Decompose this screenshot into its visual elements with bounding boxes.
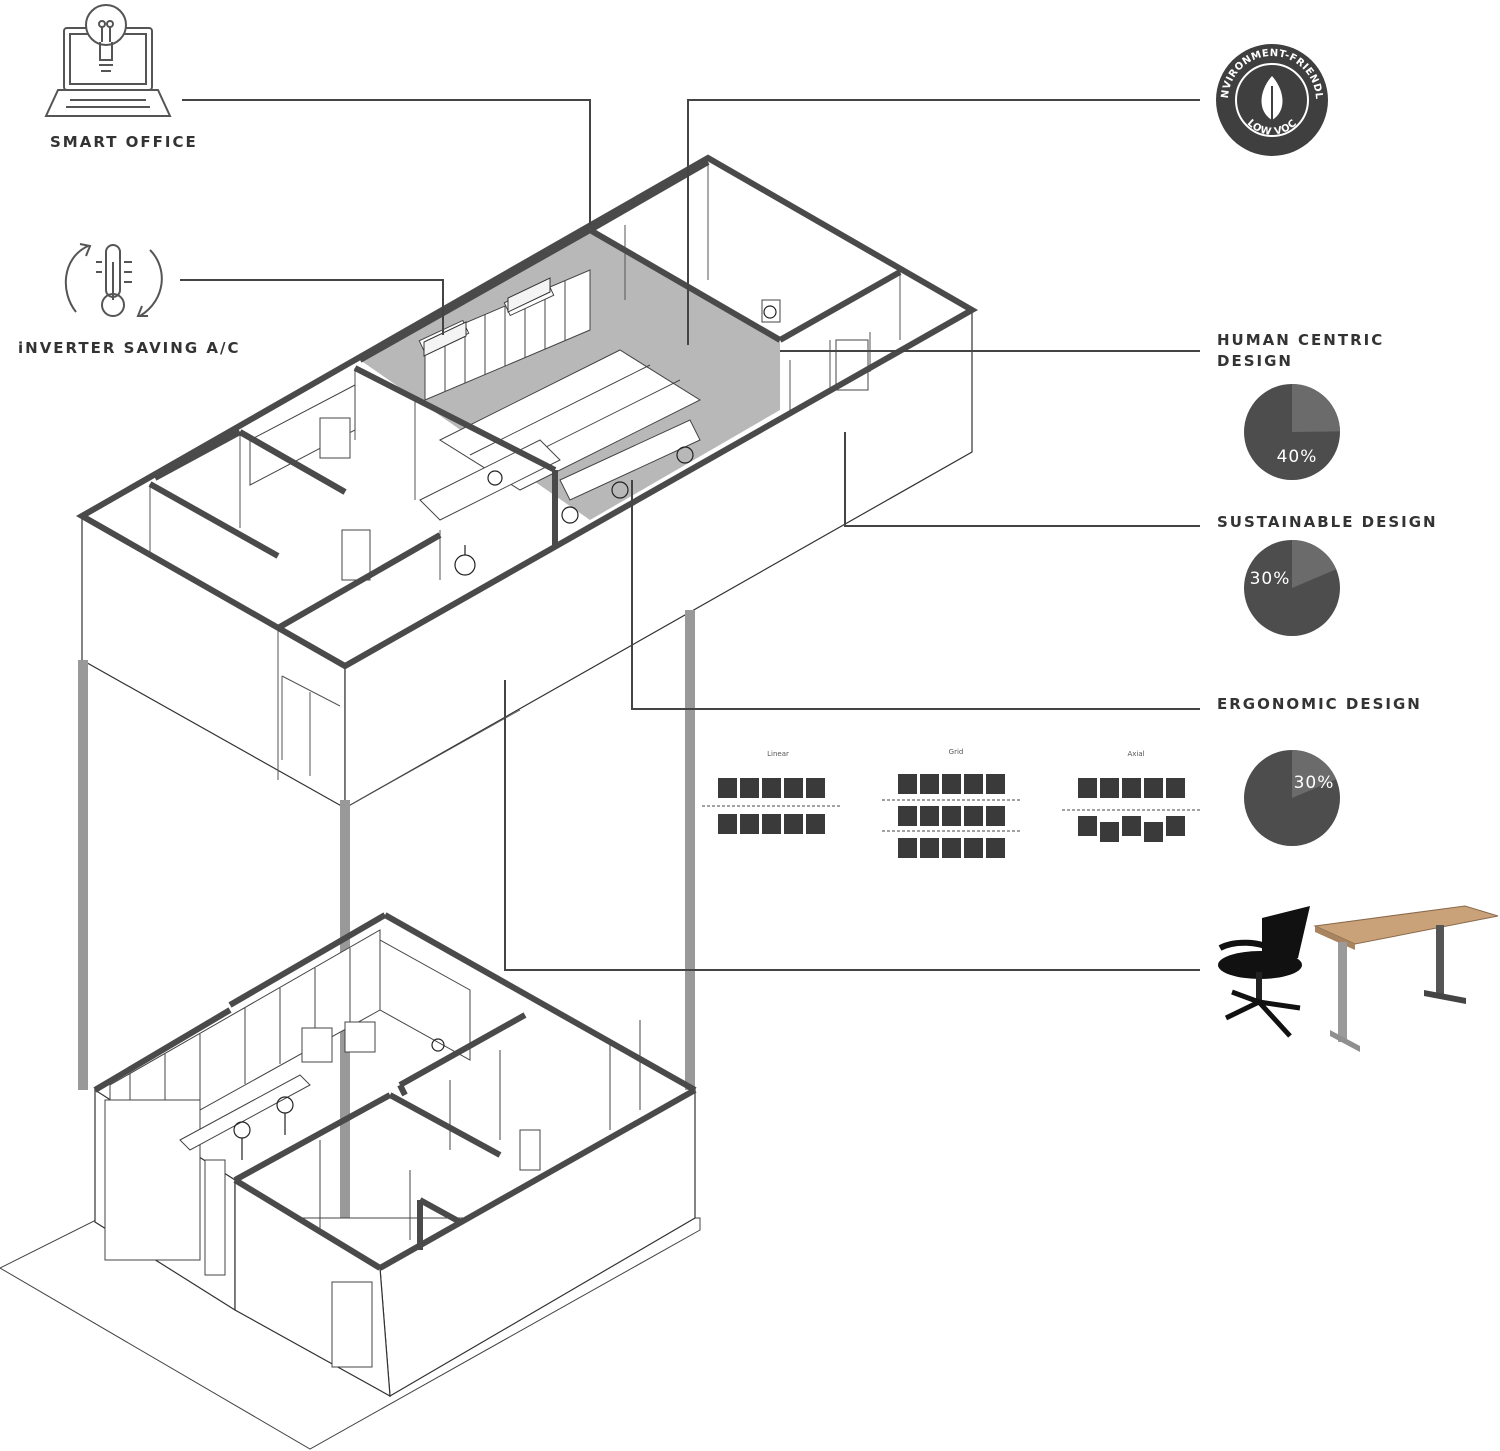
smart-office-label: SMART OFFICE	[50, 133, 198, 151]
seating-layouts: Linear Grid Axial	[702, 748, 1202, 858]
ergonomic-design-label: ERGONOMIC DESIGN	[1217, 695, 1422, 713]
human-centric-label-line1: HUMAN CENTRIC	[1217, 331, 1385, 349]
pie-slice	[1292, 540, 1337, 588]
desk-block	[718, 814, 737, 834]
desk-block	[806, 778, 825, 798]
pie-charts: 40% 30% 30%	[1244, 384, 1340, 846]
layout-axial: Axial	[1062, 750, 1202, 842]
desk-block	[920, 774, 939, 794]
environment-friendly-badge: ENVIRONMENT-FRIENDLY LOW VOC	[0, 0, 1328, 156]
desk-block	[898, 774, 917, 794]
desk-block	[942, 774, 961, 794]
layout-title: Axial	[1127, 750, 1144, 758]
desk-block	[1122, 778, 1141, 798]
laptop-lightbulb-icon	[44, 4, 172, 117]
pie-percent-label: 40%	[1277, 447, 1318, 467]
desk-block	[964, 838, 983, 858]
human-centric-label-line2: DESIGN	[1217, 352, 1293, 370]
leader-lines	[180, 99, 1200, 971]
thermometer-cycle-icon	[64, 243, 163, 317]
desk-block	[920, 838, 939, 858]
desk-block	[718, 778, 737, 798]
desk-block	[898, 838, 917, 858]
desk-block	[1100, 778, 1119, 798]
desk-block	[942, 838, 961, 858]
pie-percent-label: 30%	[1250, 569, 1291, 589]
desk-block	[1144, 822, 1163, 842]
desk-block	[1100, 822, 1119, 842]
desk-block	[920, 806, 939, 826]
desk-block	[1078, 816, 1097, 836]
layout-title: Linear	[767, 750, 789, 758]
office-chair-and-standing-desk-icon	[1218, 905, 1499, 1052]
desk-block	[1144, 778, 1163, 798]
pie-sustainable: 30%	[1244, 540, 1340, 636]
pie-percent-label: 30%	[1294, 773, 1335, 793]
desk-block	[964, 806, 983, 826]
desk-block	[762, 814, 781, 834]
desk-block	[1166, 778, 1185, 798]
desk-block	[986, 806, 1005, 826]
upper-floor-plan	[75, 154, 979, 810]
desk-block	[1166, 816, 1185, 836]
desk-block	[1078, 778, 1097, 798]
pie-ergonomic: 30%	[1244, 750, 1340, 846]
desk-block	[762, 778, 781, 798]
desk-block	[964, 774, 983, 794]
desk-block	[784, 814, 803, 834]
lower-floor-plan	[0, 912, 701, 1450]
desk-block	[740, 814, 759, 834]
desk-block	[942, 806, 961, 826]
layout-grid: Grid	[882, 748, 1022, 858]
desk-block	[740, 778, 759, 798]
pie-human-centric: 40%	[1244, 384, 1340, 480]
desk-block	[898, 806, 917, 826]
pie-slice	[1292, 750, 1337, 798]
sustainable-design-label: SUSTAINABLE DESIGN	[1217, 513, 1438, 531]
desk-block	[986, 838, 1005, 858]
desk-block	[806, 814, 825, 834]
layout-title: Grid	[949, 748, 964, 756]
desk-block	[784, 778, 803, 798]
badge-top-text: ENVIRONMENT-FRIENDLY	[0, 0, 1324, 100]
desk-block	[1122, 816, 1141, 836]
desk-block	[986, 774, 1005, 794]
inverter-ac-label: iNVERTER SAVING A/C	[18, 339, 241, 357]
layout-linear: Linear	[702, 750, 842, 834]
pie-slice	[1292, 384, 1340, 432]
